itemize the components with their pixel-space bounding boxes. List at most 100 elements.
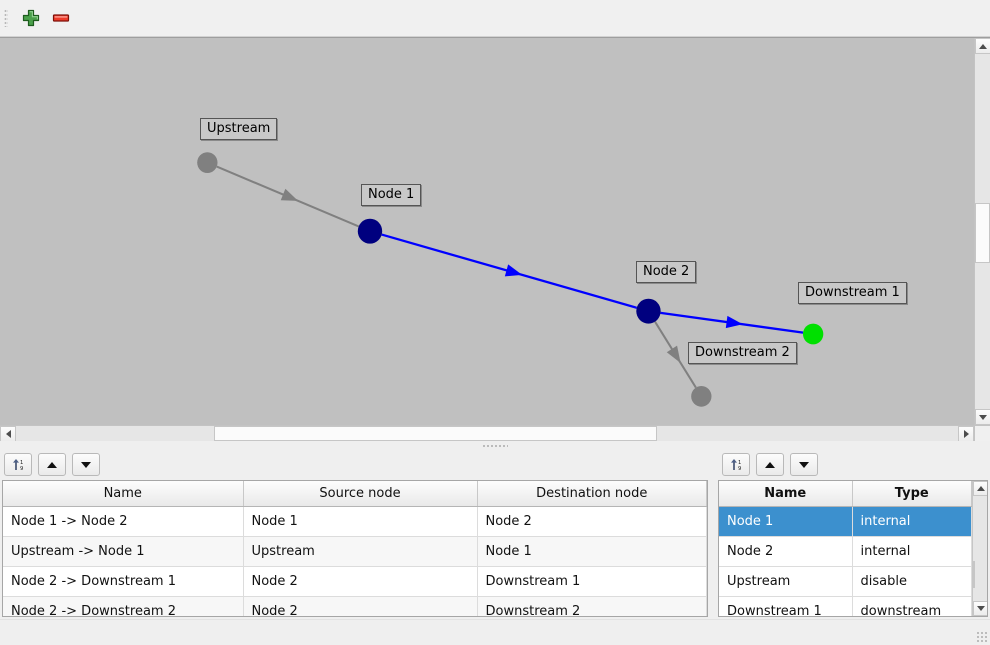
- status-bar: [0, 619, 990, 645]
- nodes-move-up-button[interactable]: [756, 453, 784, 476]
- graph-node-label-downstream1[interactable]: Downstream 1: [798, 282, 907, 304]
- graph-node-downstream1[interactable]: [802, 323, 824, 345]
- svg-text:9: 9: [20, 466, 23, 472]
- edges-move-down-button[interactable]: [72, 453, 100, 476]
- graph-node-label-node1[interactable]: Node 1: [361, 184, 422, 206]
- table-cell: disable: [852, 566, 972, 597]
- graph-svg: [197, 152, 824, 407]
- nodes-sort-button[interactable]: 1 9: [722, 453, 750, 476]
- nodes-vscroll-track[interactable]: [973, 496, 987, 601]
- graph-node-node1[interactable]: [357, 218, 383, 244]
- canvas-hscroll-track[interactable]: [16, 426, 958, 441]
- table-cell: Node 1 -> Node 2: [3, 506, 244, 537]
- edges-column-header[interactable]: Destination node: [477, 481, 707, 507]
- canvas-scroll-up-button[interactable]: [975, 38, 990, 54]
- triangle-up-icon: [979, 43, 987, 49]
- table-cell: Downstream 1: [477, 566, 707, 597]
- canvas-scroll-left-button[interactable]: [0, 426, 16, 441]
- sort-arrow-19-icon: 1 9: [12, 459, 23, 472]
- triangle-up-icon: [976, 486, 985, 491]
- nodes-column-header[interactable]: Name: [719, 481, 853, 507]
- table-cell: Node 1: [719, 506, 853, 537]
- edges-move-up-button[interactable]: [38, 453, 66, 476]
- triangle-up-icon: [765, 461, 775, 468]
- add-node-button[interactable]: [16, 3, 46, 33]
- nodes-move-down-button[interactable]: [790, 453, 818, 476]
- canvas-vscroll-thumb[interactable]: [975, 203, 990, 264]
- remove-node-button[interactable]: [46, 3, 76, 33]
- table-cell: Node 2 -> Downstream 2: [3, 596, 244, 616]
- svg-text:1: 1: [20, 460, 23, 466]
- canvas-hscroll-thumb[interactable]: [213, 426, 657, 441]
- triangle-right-icon: [963, 430, 969, 438]
- edge-arrowhead-node2-downstream2: [666, 345, 681, 363]
- triangle-left-icon: [5, 430, 11, 438]
- toolbar-grip-icon[interactable]: [2, 5, 12, 31]
- edge-arrowhead-node1-node2: [504, 264, 523, 277]
- triangle-down-icon: [799, 461, 809, 468]
- table-cell: Downstream 1: [719, 596, 853, 616]
- graph-node-downstream2[interactable]: [691, 385, 712, 407]
- triangle-up-icon: [47, 461, 57, 468]
- nodes-column-header[interactable]: Type: [852, 481, 972, 507]
- scrollbar-corner: [974, 425, 990, 441]
- triangle-down-icon: [979, 414, 987, 420]
- table-cell: internal: [852, 536, 972, 567]
- panel-splitter[interactable]: [0, 441, 990, 449]
- graph-node-node2[interactable]: [636, 298, 661, 324]
- graph-node-label-upstream[interactable]: Upstream: [200, 118, 278, 140]
- table-cell: Node 2: [477, 506, 707, 537]
- table-cell: Upstream: [719, 566, 853, 597]
- edges-column-header[interactable]: Name: [3, 481, 244, 507]
- edges-sort-button[interactable]: 1 9: [4, 453, 32, 476]
- graph-edges: [216, 165, 804, 389]
- canvas-scroll-right-button[interactable]: [958, 426, 974, 441]
- edge-arrowhead-upstream-node1: [280, 188, 299, 201]
- edges-toolbar: 1 9: [0, 449, 710, 480]
- table-cell: Upstream: [243, 536, 478, 567]
- table-cell: Node 2: [243, 596, 478, 616]
- nodes-toolbar: 1 9: [710, 449, 990, 480]
- canvas-horizontal-scrollbar[interactable]: [0, 425, 974, 441]
- green-plus-icon: [22, 9, 40, 27]
- canvas-vertical-scrollbar[interactable]: [974, 38, 990, 425]
- canvas-scroll-down-button[interactable]: [975, 409, 990, 425]
- window-resize-grip-icon[interactable]: [976, 631, 988, 643]
- table-cell: Node 2 -> Downstream 1: [3, 566, 244, 597]
- graph-nodes: [197, 152, 824, 407]
- table-cell: Downstream 2: [477, 596, 707, 616]
- graph-node-label-downstream2[interactable]: Downstream 2: [688, 342, 797, 364]
- nodes-scroll-up-button[interactable]: [973, 481, 987, 496]
- sort-arrow-19-icon: 1 9: [730, 459, 741, 472]
- graph-node-label-node2[interactable]: Node 2: [636, 261, 697, 283]
- nodes-scroll-down-button[interactable]: [973, 601, 987, 616]
- canvas-vscroll-track[interactable]: [975, 54, 990, 409]
- red-minus-icon: [52, 14, 70, 22]
- nodes-vscroll-thumb[interactable]: [973, 561, 975, 589]
- edges-column-header[interactable]: Source node: [243, 481, 478, 507]
- svg-text:1: 1: [738, 460, 741, 466]
- nodes-vertical-scrollbar[interactable]: [972, 481, 987, 616]
- graph-node-upstream[interactable]: [197, 152, 218, 174]
- splitter-grip-icon: [482, 443, 508, 447]
